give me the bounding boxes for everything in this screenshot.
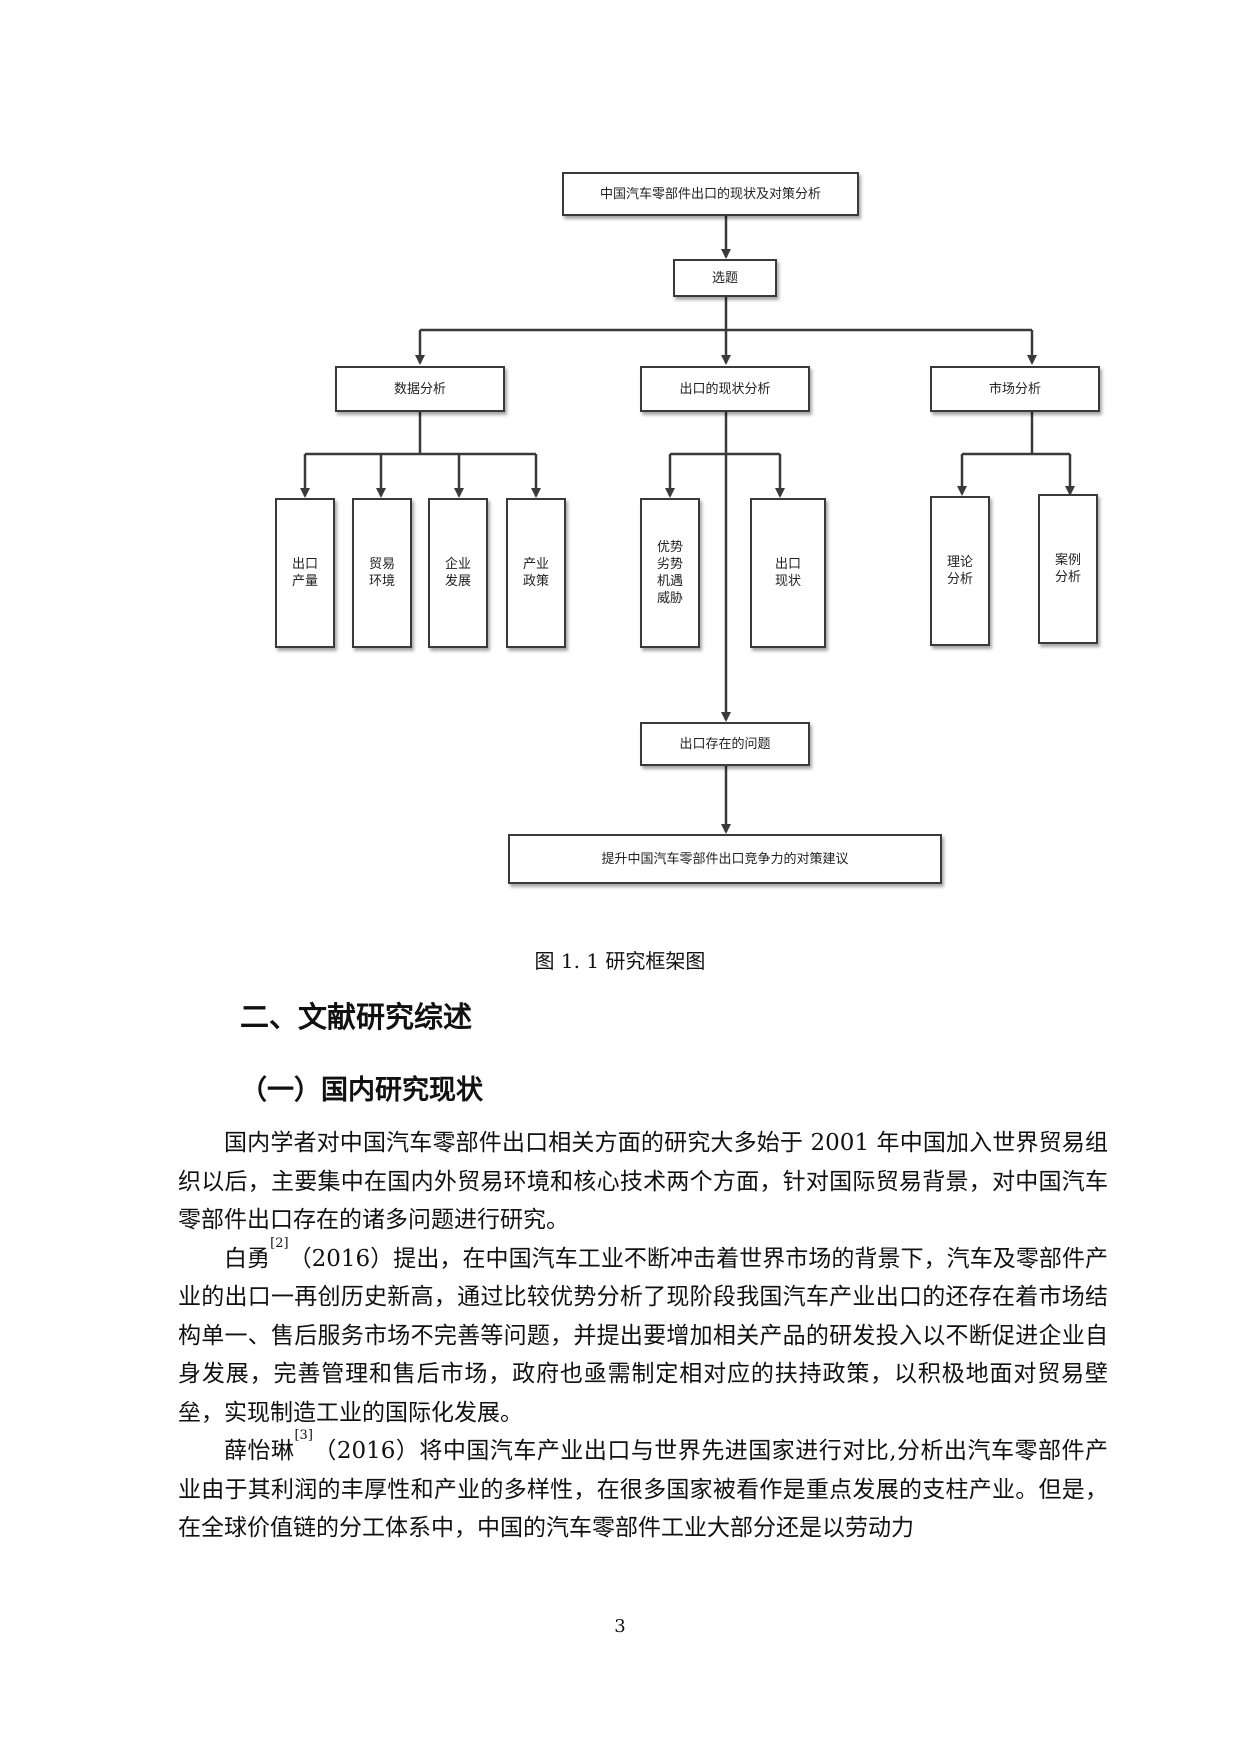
node-export-current-status: 出口现状 bbox=[750, 498, 826, 648]
citation-ref: [2] bbox=[270, 1235, 289, 1251]
body-text: 国内学者对中国汽车零部件出口相关方面的研究大多始于 2001 年中国加入世界贸易… bbox=[178, 1124, 1108, 1548]
node-label: 出口存在的问题 bbox=[679, 736, 771, 752]
node-label: 贸易环境 bbox=[368, 557, 395, 589]
figure-caption: 图 1. 1 研究框架图 bbox=[534, 949, 706, 973]
node-research-topic-title: 中国汽车零部件出口的现状及对策分析 bbox=[562, 172, 859, 216]
node-label: 数据分析 bbox=[393, 381, 446, 397]
node-label: 市场分析 bbox=[988, 381, 1041, 397]
paragraph-text: 国内学者对中国汽车零部件出口相关方面的研究大多始于 2001 年中国加入世界贸易… bbox=[178, 1130, 1108, 1233]
node-market-analysis: 市场分析 bbox=[930, 366, 1100, 412]
paragraph-2: 白勇[2]（2016）提出，在中国汽车工业不断冲击着世界市场的背景下，汽车及零部… bbox=[178, 1237, 1108, 1433]
subsection-heading: （一）国内研究现状 bbox=[240, 1075, 483, 1106]
page-number: 3 bbox=[614, 1616, 626, 1637]
node-label: 案例分析 bbox=[1054, 553, 1081, 585]
node-export-output: 出口产量 bbox=[275, 498, 335, 648]
node-label: 优势劣势机遇威胁 bbox=[656, 540, 683, 606]
author-name: 白勇 bbox=[224, 1245, 271, 1272]
flowchart-connectors bbox=[300, 216, 1075, 834]
paragraph-1: 国内学者对中国汽车零部件出口相关方面的研究大多始于 2001 年中国加入世界贸易… bbox=[178, 1124, 1108, 1240]
node-label: 出口现状 bbox=[774, 557, 801, 589]
node-export-status-analysis: 出口的现状分析 bbox=[640, 366, 810, 412]
node-enterprise-development: 企业发展 bbox=[428, 498, 488, 648]
node-topic-selection: 选题 bbox=[673, 259, 777, 297]
node-data-analysis: 数据分析 bbox=[335, 366, 505, 412]
node-label: 出口产量 bbox=[291, 557, 318, 589]
research-framework-diagram: 中国汽车零部件出口的现状及对策分析 选题 数据分析 出口的现状分析 市场分析 出… bbox=[275, 172, 1100, 884]
node-label: 出口的现状分析 bbox=[679, 381, 771, 397]
node-theory-analysis: 理论分析 bbox=[930, 496, 990, 646]
node-label: 提升中国汽车零部件出口竞争力的对策建议 bbox=[601, 851, 849, 867]
citation-ref: [3] bbox=[294, 1428, 313, 1443]
node-label: 中国汽车零部件出口的现状及对策分析 bbox=[599, 186, 821, 202]
node-label: 产业政策 bbox=[522, 557, 549, 589]
node-trade-environment: 贸易环境 bbox=[352, 498, 412, 648]
author-name: 薛怡琳 bbox=[224, 1438, 295, 1464]
node-label: 选题 bbox=[711, 270, 738, 286]
node-swot: 优势劣势机遇威胁 bbox=[640, 498, 700, 648]
section-heading: 二、文献研究综述 bbox=[240, 1000, 473, 1034]
paragraph-3: 薛怡琳[3]（2016）将中国汽车产业出口与世界先进国家进行对比,分析出汽车零部… bbox=[178, 1429, 1108, 1548]
node-case-analysis: 案例分析 bbox=[1038, 494, 1098, 644]
paragraph-text: （2016）提出，在中国汽车工业不断冲击着世界市场的背景下，汽车及零部件产业的出… bbox=[178, 1245, 1108, 1426]
node-industry-policy: 产业政策 bbox=[506, 498, 566, 648]
paragraph-text: （2016）将中国汽车产业出口与世界先进国家进行对比,分析出汽车零部件产业由于其… bbox=[178, 1438, 1108, 1541]
node-label: 企业发展 bbox=[444, 557, 471, 589]
node-export-problems: 出口存在的问题 bbox=[640, 722, 810, 766]
node-countermeasure-suggestions: 提升中国汽车零部件出口竞争力的对策建议 bbox=[508, 834, 942, 884]
node-label: 理论分析 bbox=[946, 555, 973, 587]
